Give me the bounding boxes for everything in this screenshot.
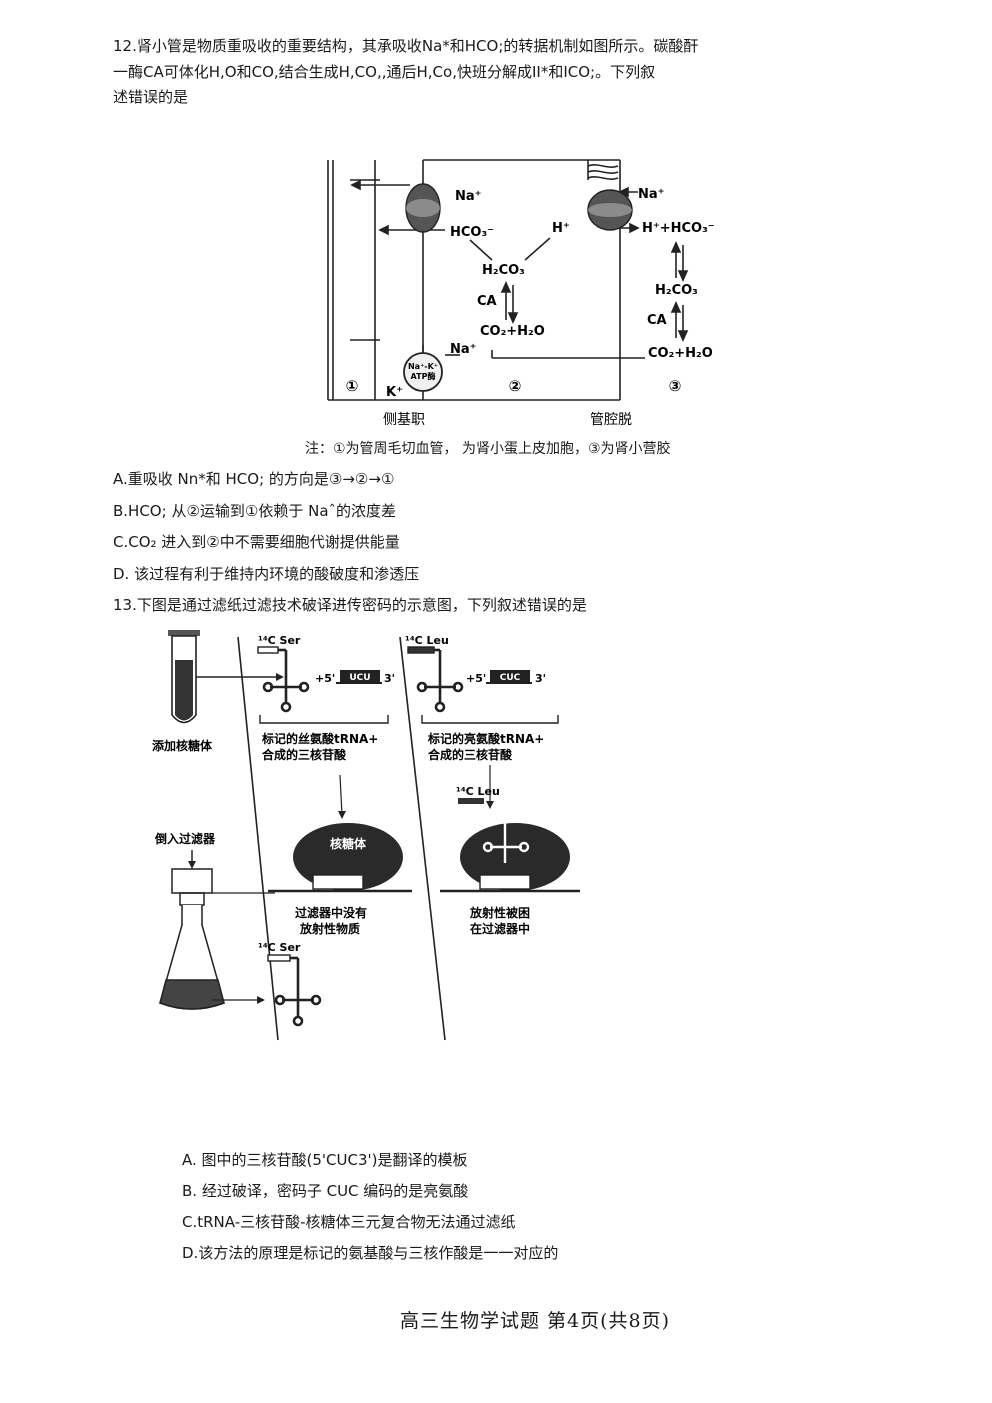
result-left-1: 过滤器中没有 xyxy=(295,905,367,920)
leu-label-2: ¹⁴C Leu xyxy=(456,785,500,798)
pump-label-2: ATP酶 xyxy=(411,371,436,381)
label-lumen-side: 管腔脱 xyxy=(590,412,632,428)
label-basal-side: 侧基职 xyxy=(383,411,425,428)
kidney-tubule-diagram: Na⁺ HCO₃⁻ H⁺ H₂CO₃ CA CO₂+H₂O Na⁺ H⁺+HCO… xyxy=(327,159,715,428)
ribosome-right-icon xyxy=(460,823,570,891)
q13-option-a: A. 图中的三核苷酸(5'CUC3')是翻译的模板 xyxy=(182,1151,468,1169)
filter-flask-icon xyxy=(159,850,225,1010)
trna-leu-icon xyxy=(407,646,464,713)
diagram-na-left: Na⁺ xyxy=(455,189,482,204)
pour-filter-label: 倒入过滤器 xyxy=(154,831,216,846)
codon-right: CUC xyxy=(500,673,521,683)
q12-note: 注：①为管周毛切血管， 为肾小蛋上皮加胞，③为肾小营胶 xyxy=(305,441,671,457)
result-right-1: 放射性被困 xyxy=(469,905,530,920)
q12-option-a: A.重吸收 Nn*和 HCO; 的方向是③→②→① xyxy=(113,470,395,488)
caption-right-2: 合成的三核苷酸 xyxy=(428,747,513,762)
diagram-co2-h2o-right: CO₂+H₂O xyxy=(648,346,713,361)
q12-option-d: D. 该过程有利于维持内环境的酸破度和渗透压 xyxy=(113,565,420,583)
diagram-hco3: HCO₃⁻ xyxy=(450,225,494,240)
leu-label: ¹⁴C Leu xyxy=(405,634,449,647)
test-tube-icon xyxy=(168,630,200,724)
ribosome-left-icon xyxy=(293,823,403,891)
ser-label: ¹⁴C Ser xyxy=(258,634,301,647)
free-trna-ser-icon xyxy=(267,954,322,1027)
three-prime-right: 3' xyxy=(535,672,546,685)
region-3: ③ xyxy=(669,377,682,395)
caption-left-2: 合成的三核苷酸 xyxy=(262,747,347,762)
diagram-co2-h2o: CO₂+H₂O xyxy=(480,324,545,339)
bound-trna-icon xyxy=(482,820,530,863)
pump-label-1: Na⁺-K⁺ xyxy=(408,362,438,371)
diagram-h-plus: H⁺ xyxy=(552,221,570,236)
result-right-2: 在过滤器中 xyxy=(470,921,530,936)
q12-stem-line2: 一酶CA可体化H,O和CO,结合生成H,CO,,通后H,Co,快班分解成II*和… xyxy=(113,63,656,81)
q13-option-c: C.tRNA-三核苷酸-核糖体三元复合物无法通过滤纸 xyxy=(182,1213,516,1231)
q13-stem: 13.下图是通过滤纸过滤技术破译进传密码的示意图，下列叙述错误的是 xyxy=(113,596,587,614)
trna-ser-icon xyxy=(257,646,310,713)
region-2: ② xyxy=(509,377,522,395)
diagram-h2co3-right: H₂CO₃ xyxy=(655,283,698,298)
q12-option-b: B.HCO; 从②运输到①依赖于 Naˆ的浓度差 xyxy=(113,502,397,520)
three-prime-left: 3' xyxy=(384,672,395,685)
result-left-2: 放射性物质 xyxy=(299,921,360,936)
diagram-ca: CA xyxy=(477,294,497,309)
diagram-na-right: Na⁺ xyxy=(638,187,665,202)
codon-left: UCU xyxy=(349,673,370,683)
q12-option-c: C.CO₂ 进入到②中不需要细胞代谢提供能量 xyxy=(113,533,400,551)
q13-option-d: D.该方法的原理是标记的氨基酸与三核作酸是一一对应的 xyxy=(182,1244,559,1262)
plus5-left: +5' xyxy=(315,672,335,685)
filter-binding-diagram: 添加核糖体 ¹⁴C Ser +5' UCU 3' 标记的丝氨酸tRNA+ 合成的… xyxy=(152,630,580,1041)
caption-right-1: 标记的亮氨酸tRNA+ xyxy=(427,731,544,746)
caption-left-1: 标记的丝氨酸tRNA+ xyxy=(261,731,378,746)
q13-option-b: B. 经过破译，密码子 CUC 编码的是亮氨酸 xyxy=(182,1182,469,1200)
add-ribosome-label: 添加核糖体 xyxy=(152,738,213,753)
ser-label-2: ¹⁴C Ser xyxy=(258,941,301,954)
page-footer: 高三生物学试题 第4页(共8页) xyxy=(400,1310,671,1332)
diagram-k-plus: K⁺ xyxy=(386,385,403,400)
diagram-h-hco3: H⁺+HCO₃⁻ xyxy=(642,221,715,236)
region-1: ① xyxy=(346,377,359,395)
q12-stem-line3: 述错误的是 xyxy=(113,88,189,106)
na-k-atpase xyxy=(403,352,443,392)
plus5-right: +5' xyxy=(466,672,486,685)
diagram-na-bottom: Na⁺ xyxy=(450,342,477,357)
q12-stem-line1: 12.肾小管是物质重吸收的重要结构，其承吸收Na*和HCO;的转据机制如图所示。… xyxy=(113,37,699,55)
diagram-h2co3: H₂CO₃ xyxy=(482,263,525,278)
diagram-ca-right: CA xyxy=(647,313,667,328)
ribosome-label: 核糖体 xyxy=(330,836,367,851)
